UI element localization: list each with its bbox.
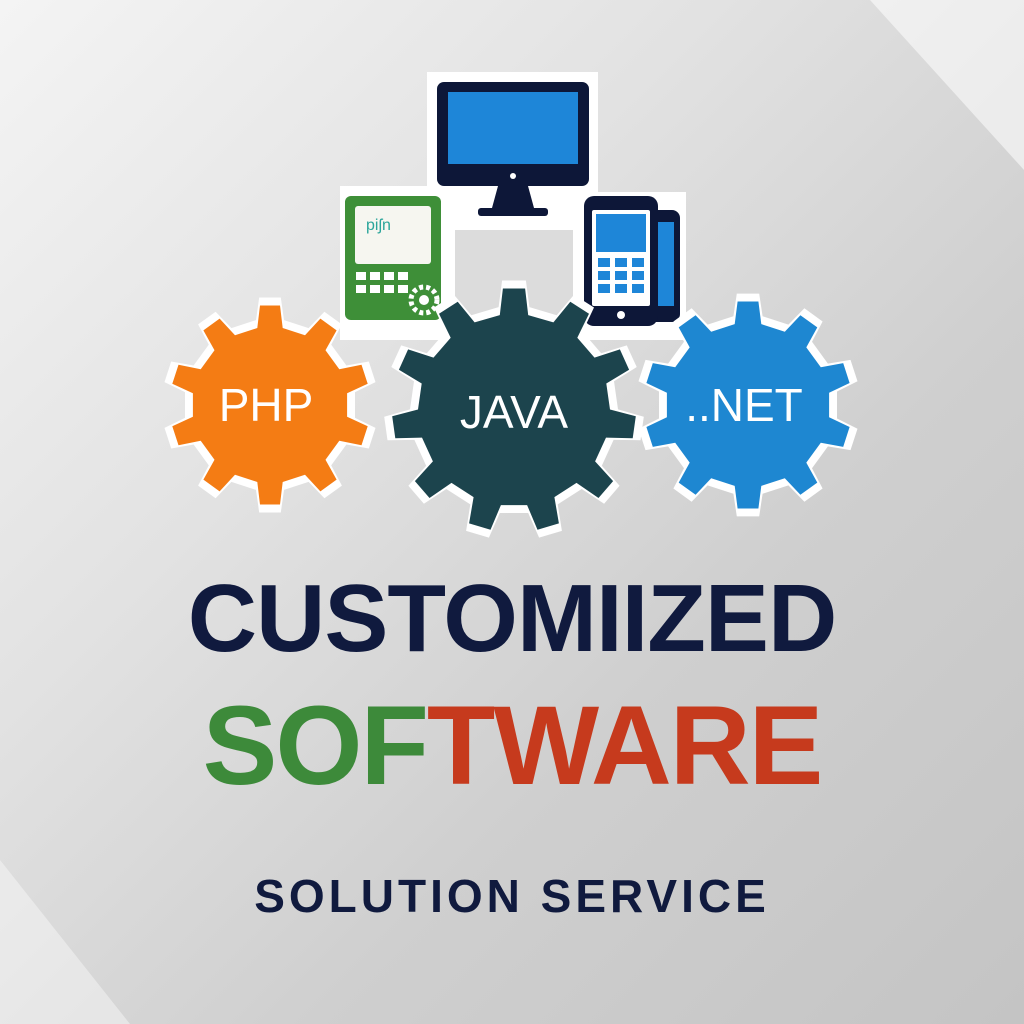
headline-line-3: SOLUTION SERVICE <box>254 870 770 922</box>
pos-screen-text: piʃn <box>366 217 391 234</box>
top-right-fold <box>870 0 1024 170</box>
gear-body <box>172 305 368 505</box>
net-gear-icon <box>638 293 858 517</box>
desktop-monitor-icon <box>437 82 589 216</box>
php-gear-label: PHP <box>219 379 314 431</box>
smartphone-icon <box>584 196 680 326</box>
bottom-left-fold <box>0 860 130 1024</box>
headline-line-2: SOFTWARE <box>0 683 1024 809</box>
small-gear-icon <box>408 284 440 316</box>
php-gear-icon <box>164 297 376 513</box>
headline-line-1: CUSTOMIIZED <box>187 565 838 672</box>
gear-body <box>392 288 636 530</box>
payment-terminal-icon: piʃn <box>345 196 441 320</box>
monitor-screen <box>448 92 578 164</box>
gear-body <box>646 301 850 509</box>
java-gear-label: JAVA <box>460 386 569 438</box>
java-gear-icon <box>384 280 644 538</box>
net-gear-label: ..NET <box>685 379 803 431</box>
headline-line-2-red: TWARE <box>426 683 823 808</box>
headline-line-2-green: SOF <box>202 683 429 808</box>
